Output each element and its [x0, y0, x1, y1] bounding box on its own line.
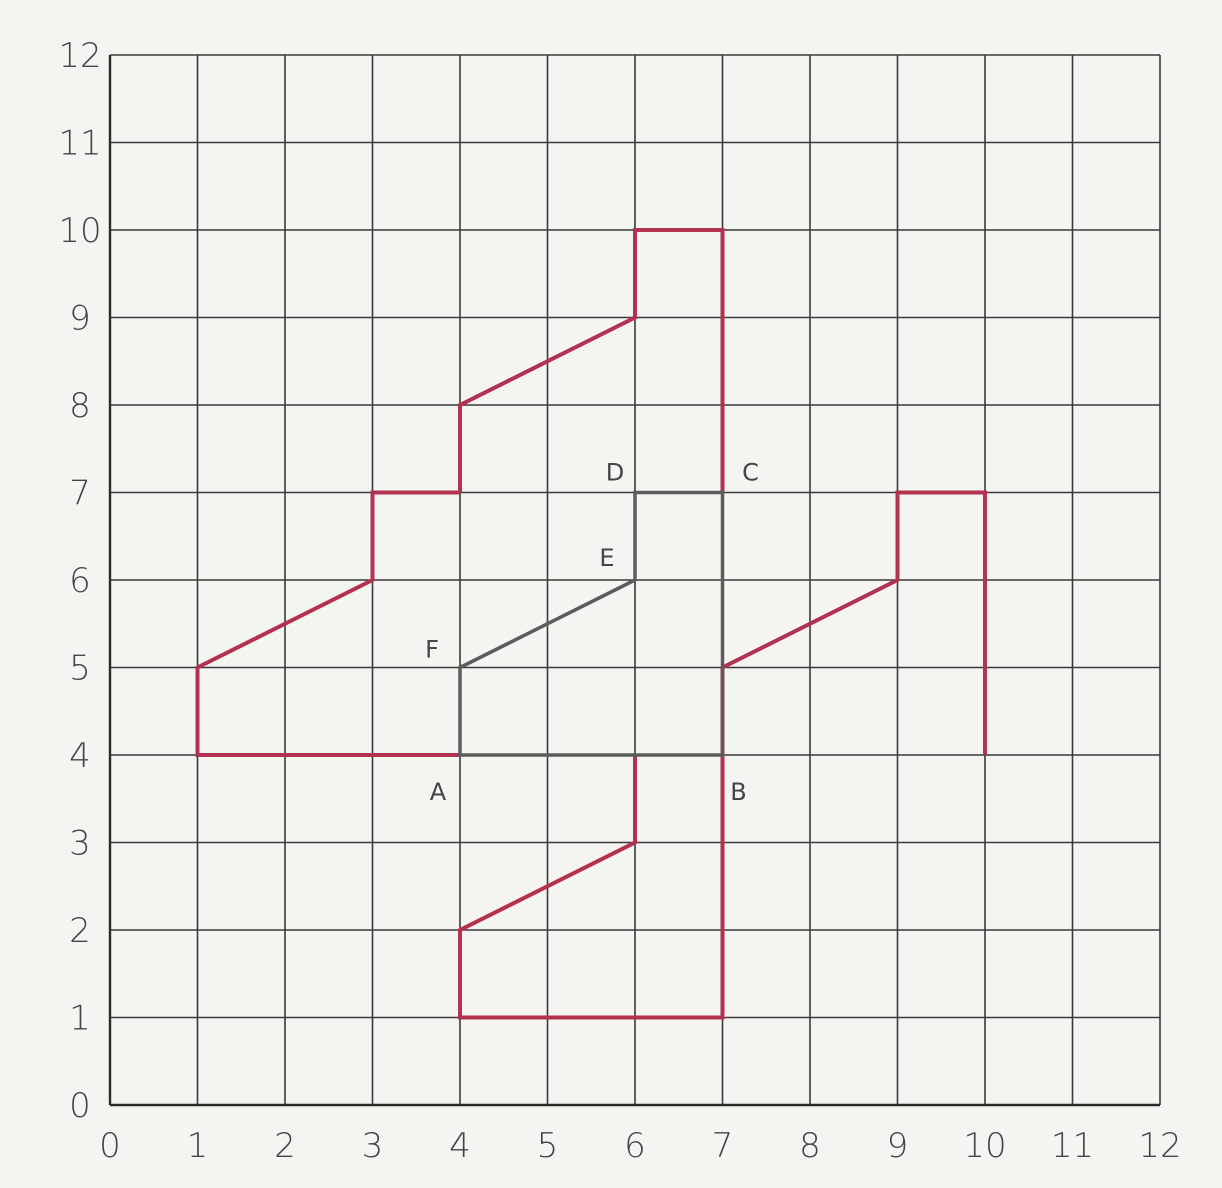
rotated-shape-4	[458, 755, 725, 1020]
x-tick-label: 10	[963, 1126, 1006, 1166]
rotated-shape-1	[195, 490, 460, 757]
x-tick-label: 5	[537, 1126, 559, 1166]
y-tick-label: 4	[69, 736, 91, 776]
x-tick-label: 6	[624, 1126, 646, 1166]
x-tick-label: 3	[362, 1126, 384, 1166]
point-label-a: A	[430, 778, 447, 806]
x-tick-label: 4	[449, 1126, 471, 1166]
rotated-shape-2	[458, 228, 725, 493]
x-tick-label: 2	[274, 1126, 296, 1166]
point-label-b: B	[730, 778, 746, 806]
point-label-f: F	[425, 636, 439, 664]
y-tick-label: 8	[69, 386, 91, 426]
x-tick-label: 8	[799, 1126, 821, 1166]
y-tick-label: 2	[69, 911, 91, 951]
y-tick-label: 1	[69, 999, 91, 1039]
point-labels: A B C D E F	[425, 459, 759, 807]
y-tick-label: 11	[58, 124, 101, 164]
point-label-d: D	[606, 459, 624, 487]
x-tick-label: 0	[99, 1126, 121, 1166]
point-label-c: C	[742, 459, 759, 487]
x-tick-label: 12	[1138, 1126, 1181, 1166]
axes	[108, 55, 1160, 1107]
rotated-shapes	[195, 228, 987, 1020]
y-tick-label: 3	[69, 824, 91, 864]
x-tick-label: 11	[1051, 1126, 1094, 1166]
y-tick-label: 0	[69, 1086, 91, 1126]
original-shape	[458, 490, 725, 757]
y-tick-label: 9	[69, 299, 91, 339]
x-tick-label: 1	[187, 1126, 209, 1166]
x-tick-label: 9	[887, 1126, 909, 1166]
y-tick-label: 7	[69, 474, 91, 514]
y-tick-label: 10	[58, 211, 101, 251]
x-tick-label: 7	[712, 1126, 734, 1166]
rotated-shape-3	[720, 490, 987, 755]
point-label-e: E	[599, 544, 614, 572]
y-tick-label: 5	[69, 649, 91, 689]
shape-abcdef	[458, 490, 725, 757]
y-tick-label: 6	[69, 561, 91, 601]
y-tick-label: 12	[58, 36, 101, 76]
